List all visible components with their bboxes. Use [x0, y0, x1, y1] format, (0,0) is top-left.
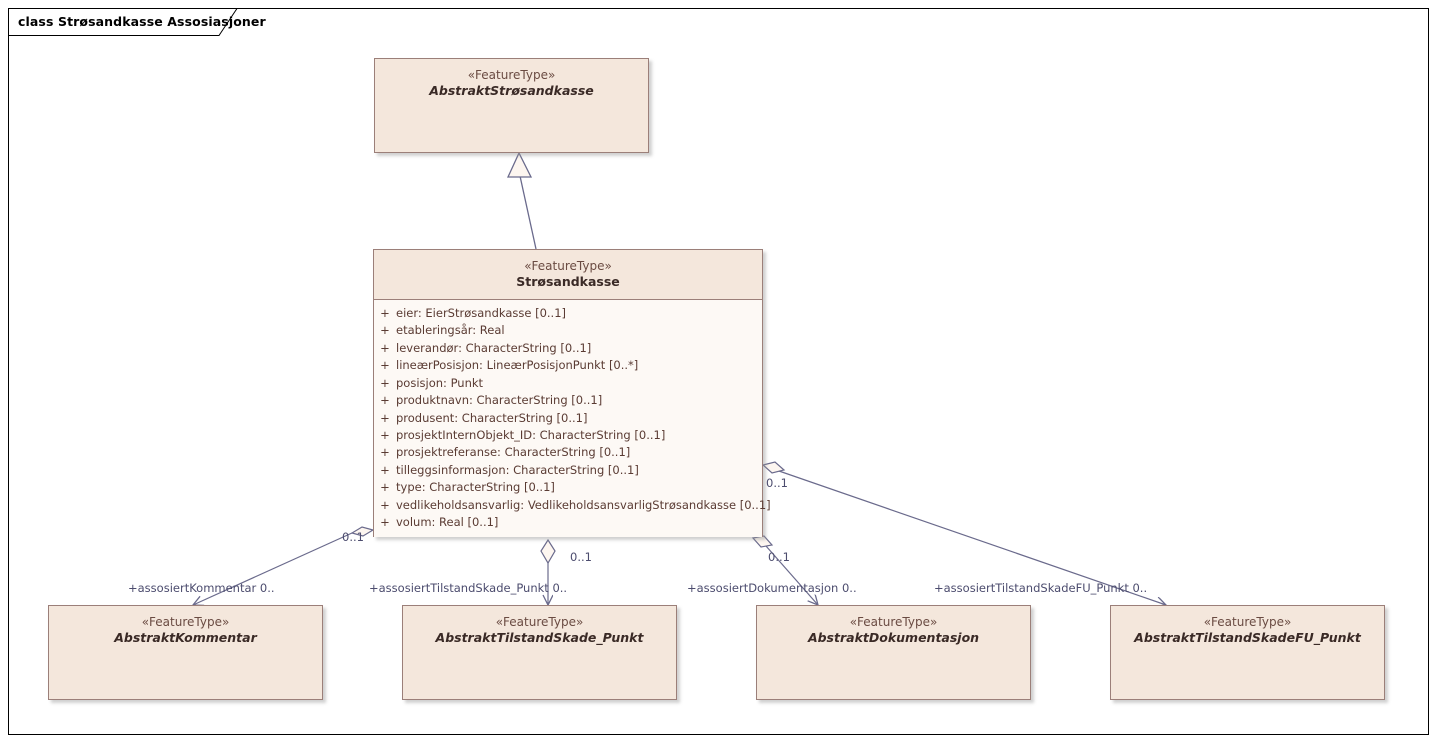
- attribute-visibility: +: [380, 497, 390, 512]
- attribute-visibility: +: [380, 427, 390, 442]
- class-stereotype: «FeatureType»: [141, 615, 230, 629]
- class-abstrakt-kommentar[interactable]: «FeatureType» AbstraktKommentar: [48, 605, 323, 700]
- role-label-tilstandskade-punkt: +assosiertTilstandSkade_Punkt 0..: [369, 581, 568, 595]
- class-stereotype: «FeatureType»: [495, 615, 584, 629]
- attribute-signature: prosjektreferanse: CharacterString [0..1…: [396, 445, 631, 460]
- attribute-visibility: +: [380, 323, 390, 338]
- class-name: Strøsandkasse: [516, 274, 620, 290]
- class-abstrakt-tilstandskadefu-punkt[interactable]: «FeatureType» AbstraktTilstandSkadeFU_Pu…: [1110, 605, 1385, 700]
- class-stereotype: «FeatureType»: [524, 259, 612, 273]
- class-header: «FeatureType» Strøsandkasse: [374, 250, 762, 301]
- attribute-row: + lineærPosisjon: LineærPosisjonPunkt [0.…: [374, 357, 762, 374]
- attribute-signature: vedlikeholdsansvarlig: Vedlikeholdsansva…: [396, 497, 771, 512]
- multiplicity-dokumentasjon-source: 0..1: [768, 550, 790, 564]
- attribute-visibility: +: [380, 462, 390, 477]
- frame-title: class Strøsandkasse Assosiasjoner: [18, 14, 266, 29]
- attribute-visibility: +: [380, 340, 390, 355]
- class-header: «FeatureType» AbstraktTilstandSkadeFU_Pu…: [1111, 606, 1384, 656]
- attribute-row: + posisjon: Punkt: [374, 375, 762, 392]
- attribute-row: + volum: Real [0..1]: [374, 514, 762, 531]
- class-stereotype: «FeatureType»: [1203, 615, 1292, 629]
- attribute-row: + tilleggsinformasjon: CharacterString [0…: [374, 462, 762, 479]
- attribute-visibility: +: [380, 480, 390, 495]
- attribute-row: + produktnavn: CharacterString [0..1]: [374, 392, 762, 409]
- multiplicity-tilstandskadefu-punkt-source: 0..1: [766, 476, 788, 490]
- multiplicity-tilstandskade-punkt-source: 0..1: [570, 550, 592, 564]
- attribute-row: + type: CharacterString [0..1]: [374, 479, 762, 496]
- attribute-row: + vedlikeholdsansvarlig: Vedlikeholdsansv…: [374, 497, 770, 514]
- role-label-tilstandskadefu-punkt: +assosiertTilstandSkadeFU_Punkt 0..: [934, 581, 1148, 595]
- attribute-row: + prosjektreferanse: CharacterString [0..…: [374, 444, 762, 461]
- class-name: AbstraktKommentar: [114, 630, 257, 646]
- attribute-signature: posisjon: Punkt: [396, 375, 484, 390]
- class-stereotype: «FeatureType»: [467, 68, 556, 82]
- attribute-visibility: +: [380, 514, 390, 529]
- attribute-visibility: +: [380, 358, 390, 373]
- attribute-signature: etableringsår: Real: [396, 323, 505, 338]
- attribute-row: + eier: EierStrøsandkasse [0..1]: [374, 305, 762, 322]
- class-name: AbstraktTilstandSkade_Punkt: [435, 630, 644, 646]
- class-abstrakt-strosandkasse[interactable]: «FeatureType» AbstraktStrøsandkasse: [374, 58, 649, 153]
- class-header: «FeatureType» AbstraktKommentar: [49, 606, 322, 656]
- attribute-signature: eier: EierStrøsandkasse [0..1]: [396, 306, 567, 321]
- attribute-visibility: +: [380, 410, 390, 425]
- attribute-visibility: +: [380, 306, 390, 321]
- diagram-frame: [8, 8, 1429, 735]
- class-abstrakt-dokumentasjon[interactable]: «FeatureType» AbstraktDokumentasjon: [756, 605, 1031, 700]
- class-strosandkasse[interactable]: «FeatureType» Strøsandkasse + eier: EierS…: [373, 249, 771, 538]
- attribute-signature: produsent: CharacterString [0..1]: [396, 410, 588, 425]
- role-label-dokumentasjon: +assosiertDokumentasjon 0..: [687, 581, 857, 595]
- attribute-row: + produsent: CharacterString [0..1]: [374, 410, 762, 427]
- attribute-signature: type: CharacterString [0..1]: [396, 480, 555, 495]
- multiplicity-kommentar-source: 0..1: [342, 530, 364, 544]
- class-abstrakt-tilstandskade-punkt[interactable]: «FeatureType» AbstraktTilstandSkade_Punk…: [402, 605, 677, 700]
- attribute-row: + leverandør: CharacterString [0..1]: [374, 340, 762, 357]
- attribute-signature: prosjektInternObjekt_ID: CharacterString…: [396, 427, 666, 442]
- class-header: «FeatureType» AbstraktTilstandSkade_Punk…: [403, 606, 676, 656]
- class-header: «FeatureType» AbstraktDokumentasjon: [757, 606, 1030, 656]
- class-name: AbstraktStrøsandkasse: [429, 83, 594, 99]
- attribute-compartment: + eier: EierStrøsandkasse [0..1] + etableri…: [374, 300, 771, 538]
- attribute-signature: leverandør: CharacterString [0..1]: [396, 340, 592, 355]
- attribute-visibility: +: [380, 393, 390, 408]
- class-stereotype: «FeatureType»: [849, 615, 938, 629]
- attribute-visibility: +: [380, 375, 390, 390]
- attribute-signature: volum: Real [0..1]: [396, 514, 499, 529]
- class-header: «FeatureType» AbstraktStrøsandkasse: [375, 59, 648, 109]
- attribute-signature: produktnavn: CharacterString [0..1]: [396, 393, 603, 408]
- attribute-row: + prosjektInternObjekt_ID: CharacterStrin…: [374, 427, 762, 444]
- attribute-visibility: +: [380, 445, 390, 460]
- class-name: AbstraktTilstandSkadeFU_Punkt: [1134, 630, 1361, 646]
- role-label-kommentar: +assosiertKommentar 0..: [128, 581, 275, 595]
- class-name: AbstraktDokumentasjon: [807, 630, 980, 646]
- attribute-signature: lineærPosisjon: LineærPosisjonPunkt [0..…: [396, 358, 639, 373]
- attribute-signature: tilleggsinformasjon: CharacterString [0.…: [396, 462, 639, 477]
- attribute-row: + etableringsår: Real: [374, 322, 762, 339]
